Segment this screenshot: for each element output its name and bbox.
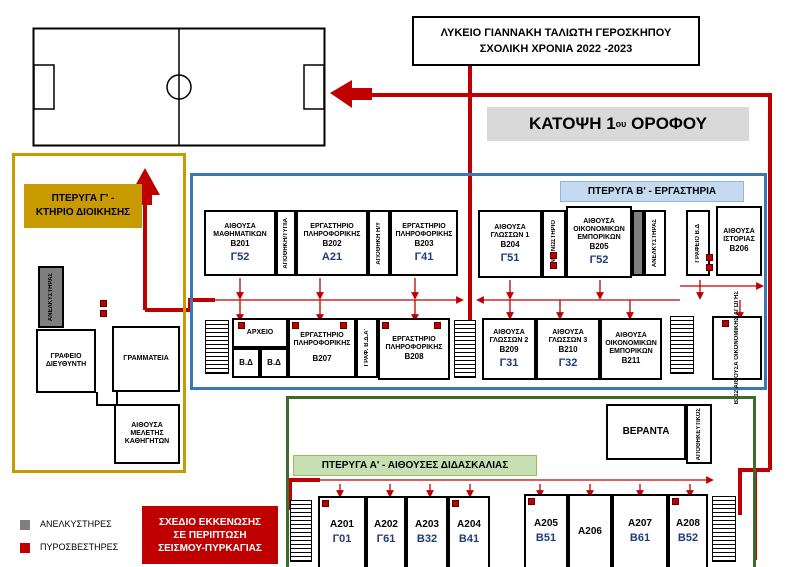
wing-alpha-label: ΠΤΕΡΥΓΑ Α' - ΑΙΘΟΥΣΕΣ ΔΙΔΑΣΚΑΛΙΑΣ (293, 455, 537, 476)
admin-elevator: ΑΝΕΛΚΥΣΤΗΡΑΣ (38, 266, 64, 328)
room-archive: ΑΡΧΕΙΟ (232, 318, 288, 348)
room-b204: ΑΙΘΟΥΣΑ ΓΛΩΣΣΩΝ 1 Β204 Γ51 (478, 210, 542, 278)
beta-elevator-label: ΑΝΕΛΚΥΣΤΗΡΑΣ (644, 210, 666, 276)
legend-elevators-label: ΑΝΕΛΚΥΣΤΗΡΕΣ (40, 519, 112, 529)
evacuation-plan-box: ΣΧΕΔΙΟ ΕΚΚΕΝΩΣΗΣ ΣΕ ΠΕΡΙΠΤΩΣΗ ΣΕΙΣΜΟΥ-ΠΥ… (142, 506, 278, 564)
room-b207: ΕΡΓΑΣΤΗΡΙΟ ΠΛΗΡΟΦΟΡΙΚΗΣ Β207 (288, 318, 356, 378)
stairs-alpha-left (290, 500, 312, 562)
room-teachers: ΑΙΘΟΥΣΑ ΜΕΛΕΤΗΣ ΚΑΘΗΓΗΤΩΝ (114, 404, 180, 464)
room-storage-1: ΑΠΟΘΗΚΗ/ΤΥΠΙΑ (276, 210, 296, 276)
room-a207: Α207 Β61 (612, 494, 668, 567)
school-header: ΛΥΚΕΙΟ ΓΙΑΝΝΑΚΗ ΤΑΛΙΩΤΗ ΓΕΡΟΣΚΗΠΟΥ ΣΧΟΛΙ… (412, 16, 700, 66)
room-graf-bda: ΓΡΑΦ. Β.Δ.Α' (356, 318, 378, 378)
extinguisher-icon (434, 322, 441, 329)
arrow-up-gamma (130, 168, 160, 205)
extinguisher-icon (550, 262, 557, 269)
room-storage-pc: ΑΠΟΘΗΚΗ Η/Υ (368, 210, 390, 276)
football-field (32, 27, 326, 147)
room-a203: Α203 Β32 (406, 496, 448, 567)
room-b209: ΑΙΘΟΥΣΑ ΓΛΩΣΣΩΝ 2 Β209 Γ31 (482, 318, 536, 380)
beta-elevator (632, 210, 644, 276)
extinguisher-icon (452, 500, 459, 507)
extinguisher-icon (550, 252, 557, 259)
wing-beta-outline (190, 173, 767, 390)
room-secretariat: ΓΡΑΜΜΑΤΕΙΑ (112, 326, 180, 392)
extinguisher-icon (528, 498, 535, 505)
wing-gamma-outline (12, 153, 186, 473)
stairs-beta-left (205, 320, 229, 374)
arrow-to-field (330, 80, 372, 108)
room-b210: ΑΙΘΟΥΣΑ ΓΛΩΣΣΩΝ 3 Β210 Γ32 (536, 318, 600, 380)
legend-extinguisher-swatch (20, 543, 30, 553)
stairs-beta-middle (454, 320, 476, 378)
wing-beta-label: ΠΤΕΡΥΓΑ Β' - ΕΡΓΑΣΤΗΡΙΑ (560, 181, 744, 202)
room-veranda: ΒΕΡΑΝΤΑ (606, 404, 686, 460)
room-b201: ΑΙΘΟΥΣΑ ΜΑΘΗΜΑΤΙΚΩΝ Β201 Γ52 (204, 210, 276, 276)
school-year: ΣΧΟΛΙΚΗ ΧΡΟΝΙΑ 2022 -2023 (479, 43, 633, 55)
extinguisher-icon (100, 310, 107, 317)
room-a202: Α202 Γ61 (366, 496, 406, 567)
extinguisher-icon (292, 322, 299, 329)
extinguisher-icon (322, 500, 329, 507)
room-a208: Α208 Β52 (668, 494, 708, 567)
room-bd-2: Β.Δ (260, 348, 288, 378)
room-b205: ΑΙΘΟΥΣΑ ΟΙΚΟΝΟΜΙΚΩΝ ΕΜΠΟΡΙΚΩΝ Β205 Γ52 (566, 206, 632, 278)
extinguisher-icon (722, 320, 729, 327)
extinguisher-icon (100, 300, 107, 307)
room-a201: Α201 Γ01 (318, 496, 366, 567)
extinguisher-icon (340, 322, 347, 329)
extinguisher-icon (238, 322, 245, 329)
extinguisher-icon (706, 254, 713, 261)
room-director-office: ΓΡΑΦΕΙΟ ΔΙΕΥΘΥΝΤΗ (36, 329, 96, 393)
room-b203: ΕΡΓΑΣΤΗΡΙΟ ΠΛΗΡΟΦΟΡΙΚΗΣ Β203 Γ41 (390, 210, 458, 276)
extinguisher-icon (706, 264, 713, 271)
legend-elevator-swatch (20, 520, 30, 530)
room-bd-1: Β.Δ (232, 348, 260, 378)
wing-alpha-outline (286, 396, 756, 567)
room-b206: ΑΙΘΟΥΣΑ ΙΣΤΟΡΙΑΣ Β206 (716, 206, 762, 276)
room-b212: Β212 ΑΙΘΟΥΣΑ ΟΙΚΟΝΟΜΙΚΗΣ ΑΓΩΓΗΣ (712, 291, 762, 405)
school-name: ΛΥΚΕΙΟ ΓΙΑΝΝΑΚΗ ΤΑΛΙΩΤΗ ΓΕΡΟΣΚΗΠΟΥ (440, 26, 672, 39)
room-storage-alpha: ΑΠΟΘΗΚΕΥΤΙΚΟΣ (686, 404, 712, 464)
room-b202: ΕΡΓΑΣΤΗΡΙΟ ΠΛΗΡΟΦΟΡΙΚΗΣ Β202 Α21 (296, 210, 368, 276)
room-b211: ΑΙΘΟΥΣΑ ΟΙΚΟΝΟΜΙΚΩΝ ΕΜΠΟΡΙΚΩΝ Β211 (600, 318, 662, 380)
room-a204: Α204 Β41 (448, 496, 490, 567)
extinguisher-icon (382, 322, 389, 329)
wing-gamma-label: ΠΤΕΡΥΓΑ Γ' - ΚΤΗΡΙΟ ΔΙΟΙΚΗΣΗΣ (24, 184, 142, 228)
room-reading: ΑΝΑΓΝΩΣΤΗΡΙΟ (542, 210, 566, 278)
extinguisher-icon (672, 498, 679, 505)
room-a205: Α205 Β51 (524, 494, 568, 567)
stairs-alpha-right (712, 496, 736, 562)
legend-extinguishers-label: ΠΥΡΟΣΒΕΣΤΗΡΕΣ (40, 542, 119, 552)
room-a206: Α206 (568, 494, 612, 567)
admin-corridor-wall (96, 392, 118, 406)
stairs-beta-right (670, 316, 694, 374)
